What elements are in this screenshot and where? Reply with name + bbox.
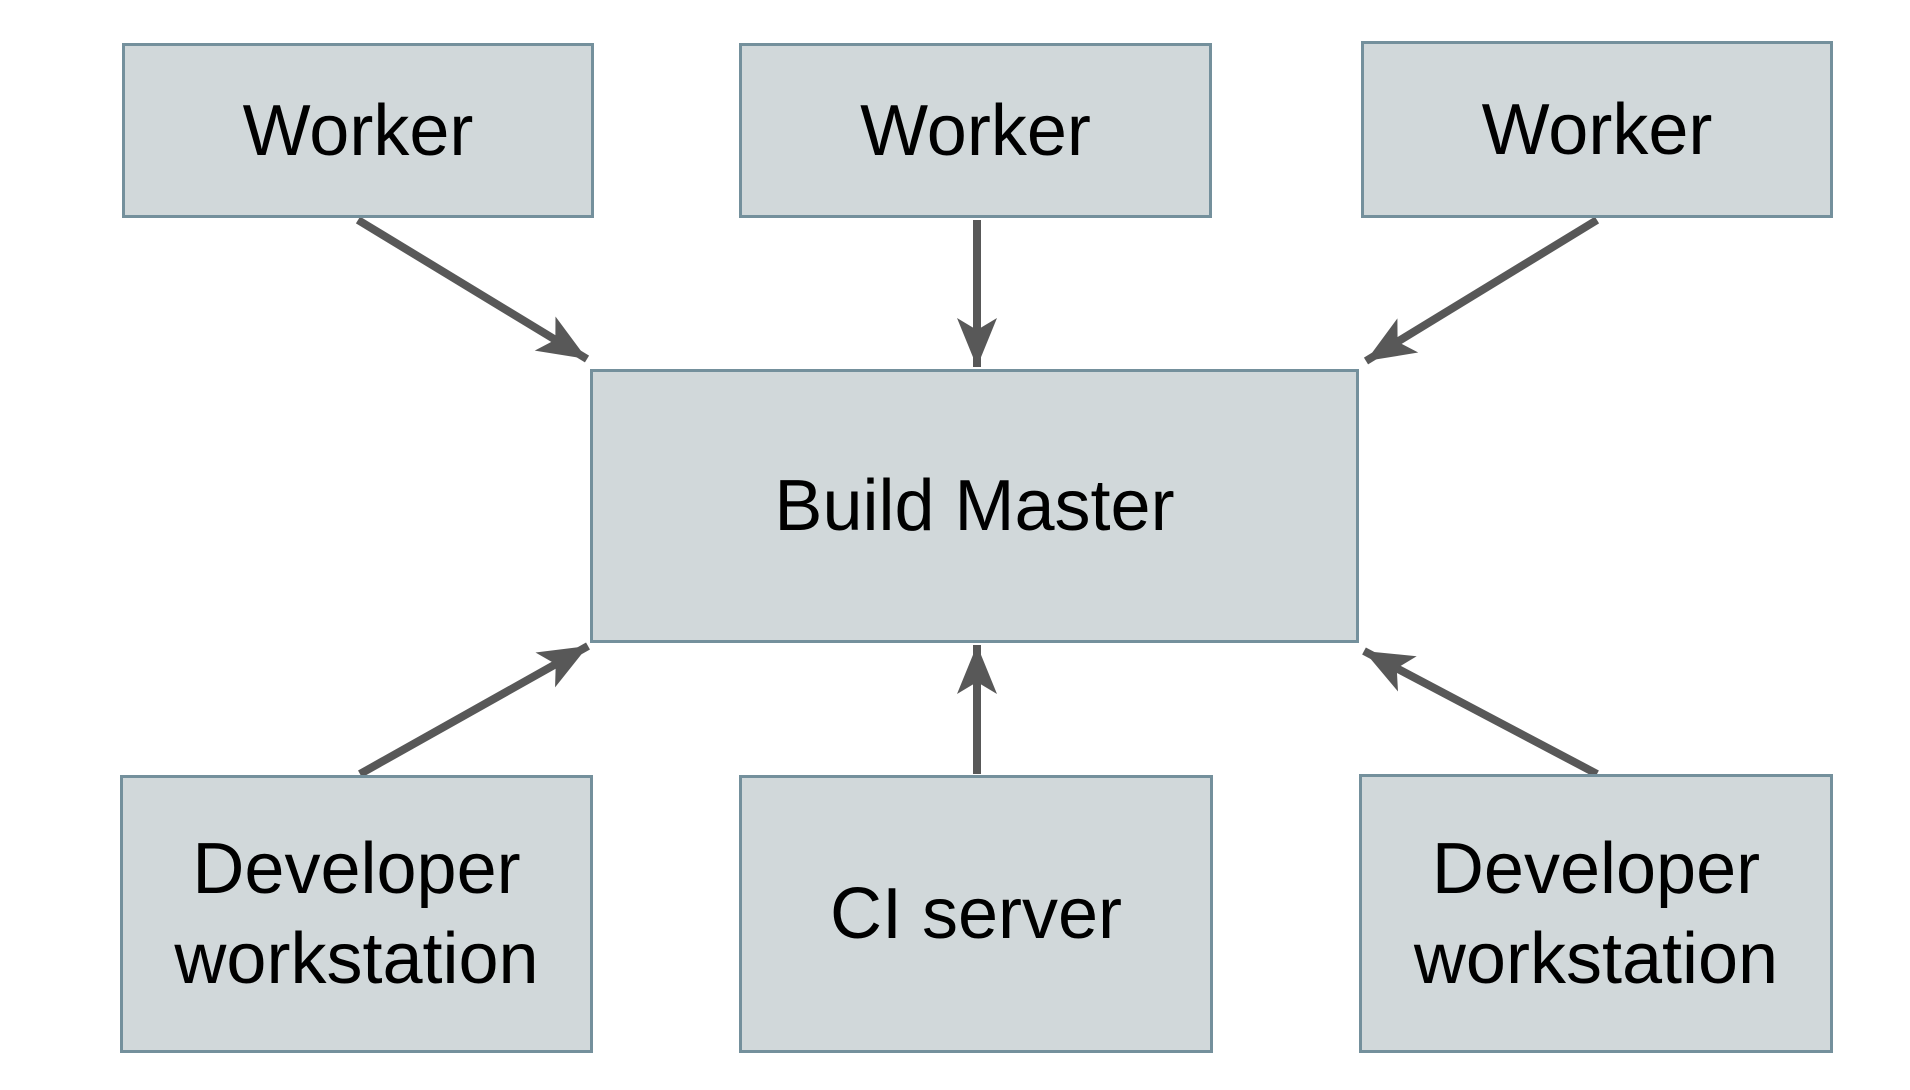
edge-worker3-to-buildmaster [1363, 216, 1600, 365]
node-ci-server-label: CI server [829, 874, 1123, 954]
edge-devworkstation-left-to-buildmaster [358, 642, 590, 778]
node-developer-workstation-right-label: Developer workstation [1413, 828, 1779, 999]
node-worker-2: Worker [739, 43, 1212, 218]
node-developer-workstation-right: Developer workstation [1359, 774, 1833, 1053]
node-worker-1-label: Worker [242, 90, 474, 171]
node-worker-3-label: Worker [1481, 89, 1713, 170]
node-worker-3: Worker [1361, 41, 1833, 218]
node-developer-workstation-left: Developer workstation [120, 775, 593, 1053]
node-worker-2-label: Worker [860, 90, 1091, 171]
node-build-master: Build Master [590, 369, 1359, 643]
edge-worker1-to-buildmaster [355, 216, 590, 363]
node-developer-workstation-left-label: Developer workstation [174, 829, 539, 999]
node-ci-server: CI server [739, 775, 1213, 1053]
node-build-master-label: Build Master [774, 466, 1175, 546]
node-worker-1: Worker [122, 43, 594, 218]
edge-devworkstation-right-to-buildmaster [1362, 647, 1599, 778]
